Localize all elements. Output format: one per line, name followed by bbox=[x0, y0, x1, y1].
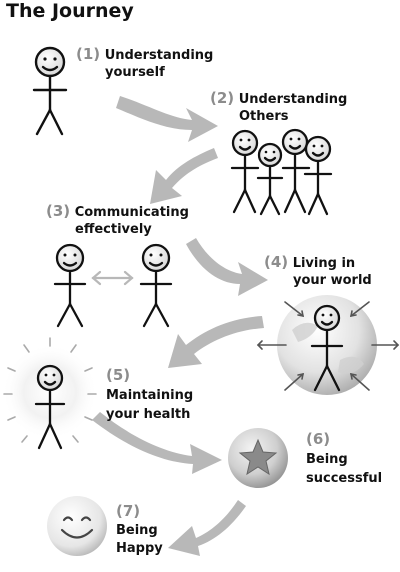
step-4-line1: Living in bbox=[292, 256, 356, 271]
step-1-line1: Understanding bbox=[104, 48, 214, 63]
arrow-4-to-5 bbox=[168, 316, 264, 368]
stick-figure-3-right bbox=[139, 243, 173, 328]
smiley-ball-icon bbox=[47, 496, 107, 556]
step-2-number: (2) bbox=[210, 89, 235, 107]
step-5-line1: Maintaining bbox=[106, 388, 194, 403]
arrow-2-to-3 bbox=[150, 148, 218, 204]
step-4-line2: your world bbox=[293, 273, 372, 288]
step-3-number: (3) bbox=[46, 202, 71, 220]
step-3-line1: Communicating bbox=[74, 205, 189, 220]
step-5-number: (5) bbox=[106, 366, 131, 384]
star-ball-icon bbox=[228, 428, 288, 488]
double-arrow-3 bbox=[91, 270, 134, 286]
stick-figure-group-2 bbox=[230, 128, 333, 216]
arrow-3-to-4 bbox=[186, 238, 268, 296]
step-6-label: (6) Being successful bbox=[306, 430, 382, 488]
step-4-number: (4) bbox=[264, 253, 289, 271]
step-6-number: (6) bbox=[306, 430, 331, 448]
step-7-line2: Happy bbox=[116, 541, 163, 556]
glowing-figure bbox=[2, 337, 98, 450]
page-title: The Journey bbox=[6, 0, 134, 22]
step-6-line1: Being bbox=[306, 452, 348, 467]
step-2-line1: Understanding bbox=[238, 92, 348, 107]
globe-pressure-arrows bbox=[256, 301, 400, 391]
step-3-line2: effectively bbox=[75, 222, 152, 237]
step-3-label: (3) Communicating effectively bbox=[46, 203, 189, 238]
step-1-line2: yourself bbox=[105, 65, 165, 80]
stick-figure-1 bbox=[32, 46, 68, 136]
step-5-line2: your health bbox=[106, 407, 191, 422]
stick-figure-3-left bbox=[53, 243, 87, 328]
arrow-1-to-2 bbox=[116, 96, 218, 142]
step-5-label: (5) Maintaining your health bbox=[106, 366, 193, 424]
step-2-label: (2) Understanding Others bbox=[210, 90, 347, 125]
step-7-number: (7) bbox=[116, 502, 141, 520]
step-7-label: (7) Being Happy bbox=[116, 502, 163, 558]
arrow-6-to-7 bbox=[168, 500, 246, 556]
arrow-5-to-6 bbox=[92, 412, 222, 474]
step-1-number: (1) bbox=[76, 45, 101, 63]
step-4-label: (4) Living in your world bbox=[264, 254, 372, 289]
globe-with-figure bbox=[256, 295, 400, 395]
step-1-label: (1) Understanding yourself bbox=[76, 46, 213, 81]
step-6-line2: successful bbox=[306, 471, 383, 486]
step-7-line1: Being bbox=[116, 523, 158, 538]
step-2-line2: Others bbox=[239, 109, 289, 124]
